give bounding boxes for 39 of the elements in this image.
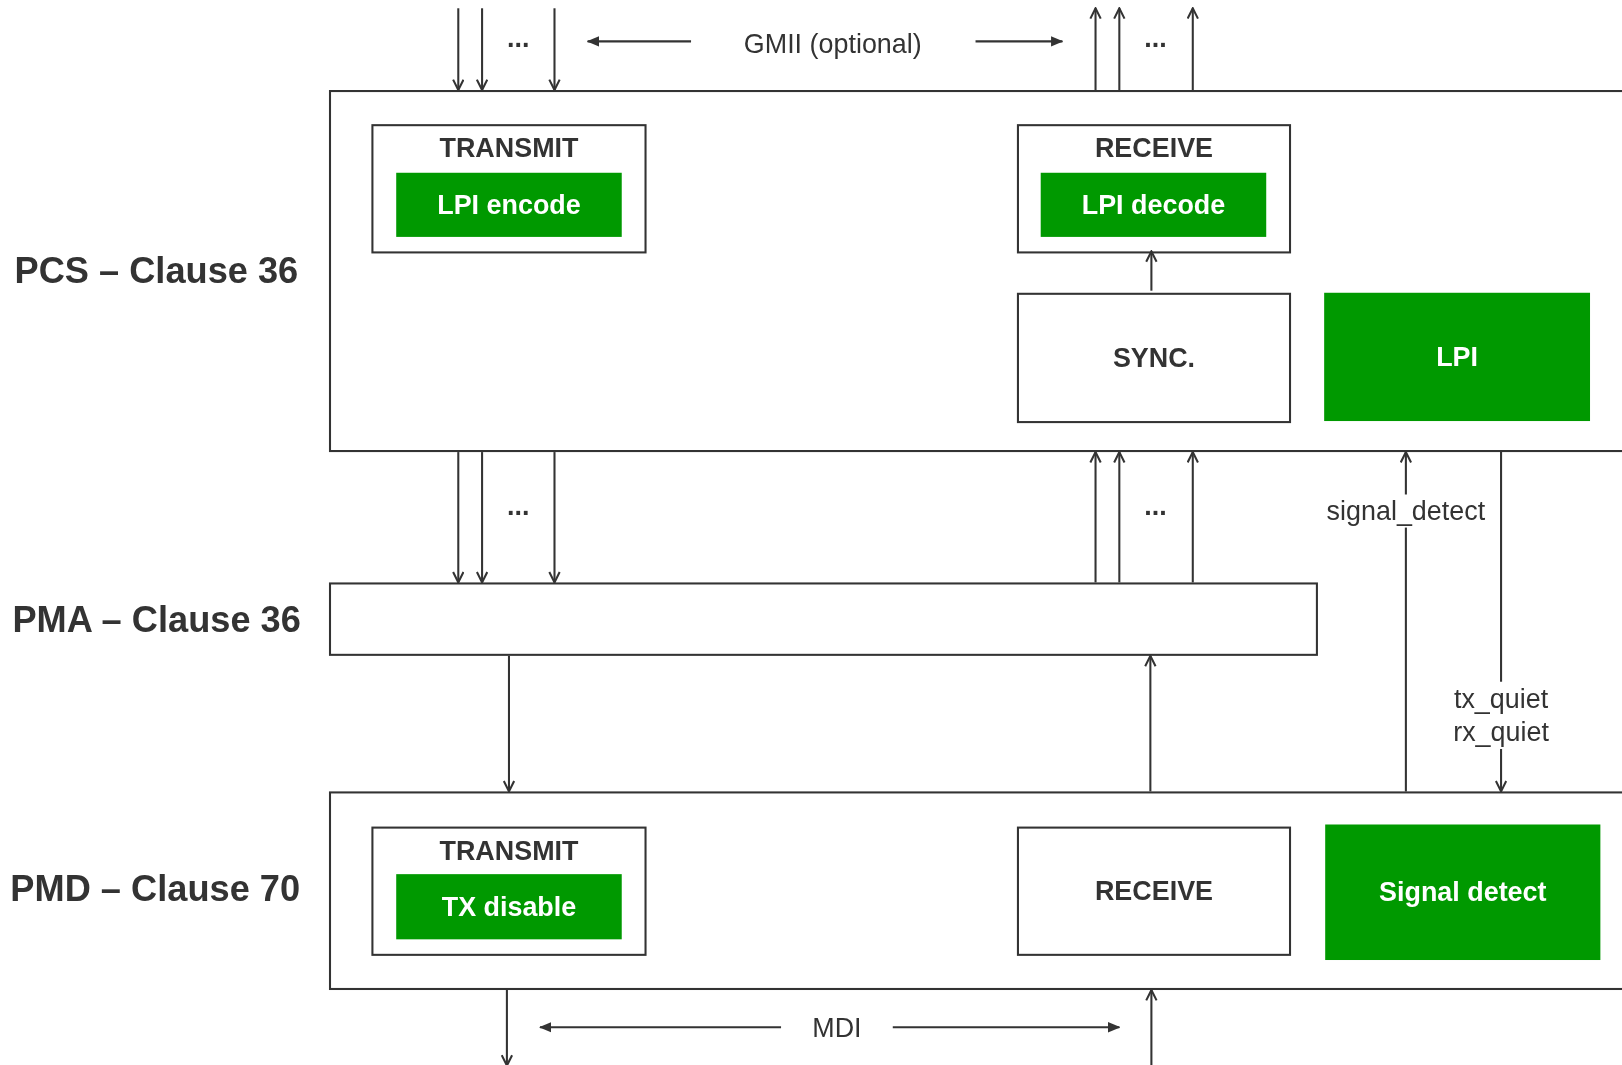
function-box: LPI decode	[1040, 172, 1267, 237]
arrow	[1113, 7, 1126, 90]
function-block	[371, 826, 647, 956]
process-box: RECEIVE	[1016, 826, 1292, 956]
arrow	[548, 452, 561, 584]
arrow	[1089, 451, 1102, 583]
arrow	[452, 8, 465, 92]
function-block	[371, 124, 647, 254]
arrow	[502, 655, 516, 793]
arrow	[475, 452, 489, 584]
arrow	[475, 8, 489, 92]
ellipsis-text: ...	[507, 492, 530, 520]
process-box: SYNC.	[1016, 292, 1292, 424]
function-box: Signal detect	[1325, 824, 1601, 960]
function-block	[1016, 124, 1292, 254]
layer-label: PCS – Clause 36	[14, 250, 299, 292]
arrow	[1145, 250, 1158, 291]
layer-label: PMD – Clause 70	[10, 867, 301, 910]
arrow	[1089, 7, 1102, 90]
arrow	[452, 452, 465, 584]
arrow	[1186, 7, 1199, 90]
ellipsis-text: ...	[507, 23, 530, 51]
function-box: LPI	[1324, 292, 1591, 422]
function-box: LPI encode	[396, 172, 622, 237]
arrow	[1113, 451, 1126, 583]
block-title: RECEIVE	[1093, 132, 1215, 165]
arrow	[1145, 989, 1158, 1065]
arrow	[548, 8, 561, 92]
layer-label: PMA – Clause 36	[12, 599, 301, 641]
arrow	[1399, 451, 1413, 792]
edge-label: signal_detect	[1326, 494, 1486, 528]
block-title: TRANSMIT	[438, 834, 580, 867]
arrow	[1144, 654, 1157, 792]
ellipsis-text: ...	[1144, 492, 1167, 520]
ellipsis-text: ...	[1144, 23, 1167, 51]
block-title: TRANSMIT	[438, 132, 580, 165]
arrow	[500, 990, 514, 1065]
function-box: TX disable	[396, 874, 622, 940]
arrow	[1186, 451, 1199, 583]
